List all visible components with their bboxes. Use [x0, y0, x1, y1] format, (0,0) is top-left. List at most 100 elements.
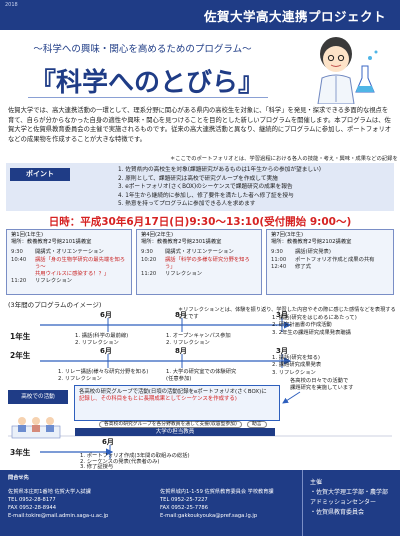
points-list: 1. 佐賀県内の高校生を対象(課題研究があるものは1年生からの参加が望ましい) … [118, 166, 388, 209]
session-place: 場所：教養教育2号館2102講義室 [271, 239, 352, 246]
session-row: 10:20 講話「科学の多様な研究分野を知ろう」 [141, 257, 257, 271]
session-content: 講話「科学の多様な研究分野を知ろう」 [165, 256, 250, 270]
timeline-item: 2. リフレクション [58, 376, 102, 383]
year1-month-jun: 6月 [100, 311, 112, 319]
right-note: 各高校の日々での活動で 課題研究を実施しています [290, 378, 353, 393]
session-time: 10:40 [11, 256, 27, 263]
intro-paragraph: 佐賀大学では、高大連携活動の一環として、理系分野に関心がある県内の高校生を対象に… [8, 107, 392, 143]
session-time: 10:20 [141, 256, 157, 263]
point-item: 3. eポートフォリオ(さくBOX)のシーケンスで課題研究の成果を報告 [118, 184, 293, 190]
timeline-item: 1. リレー講話(様々な研究分野を知る) [58, 369, 149, 375]
advice-row: 助言 [247, 410, 267, 429]
title-underline [28, 97, 268, 98]
reflection-note: ＊リフレクションとは、体験を振り返り、学習した内容やその際に感じた感情などを表現… [178, 307, 396, 320]
session-place: 場所：教養教育2号館2301講義室 [141, 239, 222, 246]
diagram-title: (3年間のプログラムのイメージ) [8, 301, 102, 309]
session-place: 場所：教養教育2号館2101講義室 [11, 239, 92, 246]
year2-month-jun: 6月 [100, 347, 112, 355]
timeline-item: 3. 2年生の課題研究成果発表聴講 [272, 329, 351, 336]
event-date: 日時：平成30年6月17日(日)9:30〜13:10(受付開始 9:00〜) [48, 216, 352, 228]
org-tel: TEL 0952-28-8177 [8, 497, 56, 503]
session-head: 第1回(1年生) [11, 232, 44, 238]
timeline-arrows [8, 318, 392, 459]
org-mail[interactable]: E-mail:gakkoukyouka@pref.saga.lg.jp [160, 513, 258, 519]
contact-org-1: 佐賀県本庄町1番地 佐賀大学入試課 TEL 0952-28-8177 FAX 0… [8, 488, 153, 520]
program-title: 『科学へのとびら』 [30, 68, 265, 98]
host-item: ・佐賀県教育委員会 [310, 509, 365, 516]
document-code: 2018 [5, 2, 18, 8]
year3-jun-items: 1. ポートフォリオ作成(3年間の取組みの総括) 2. シーケンスの発表(代表者… [80, 453, 190, 471]
org-fax: FAX 0952-28-8944 [8, 505, 57, 511]
session-row: 9:30 講話(研究発表) [271, 249, 389, 256]
point-item: 4. 1年生から継続的に参加し、修了要件を満たした者へ修了証を授与 [118, 192, 294, 199]
project-title: 佐賀大学高大連携プロジェクト [203, 9, 386, 24]
band-line: 記録し、その科目をもとに長期成果としてシーケンスを作成する) [79, 396, 237, 402]
session-head: 第7回(3年生) [271, 232, 304, 238]
session-time: 11:20 [11, 278, 27, 285]
year1-mar-items: 1. 講話(研究をはじめるにあたって) 2. 研究計画書の作成活動 3. 2年生… [272, 315, 357, 337]
session-time: 9:30 [271, 249, 283, 256]
scientist-illustration [317, 37, 378, 104]
org-tel: TEL 0952-25-7227 [160, 497, 208, 503]
session-content: 開講式・オリエンテーション [165, 249, 234, 256]
program-subtitle: 〜科学への興味・関心を高めるためのプログラム〜 [33, 44, 252, 55]
year2-mar-items: 1. 講話(研究を知る) 2. 課題研究成果発表 3. リフレクション [272, 355, 321, 377]
org-mail[interactable]: E-mail:tokire@mail.admin.saga-u.ac.jp [8, 513, 109, 519]
lab-illustration [11, 417, 61, 439]
timeline-item: 1. 講話(研究をはじめるにあたって) [272, 315, 357, 321]
host-block: 主催 ・佐賀大学理工学部・農学部 アドミッションセンター ・佐賀県教育委員会 [310, 478, 388, 518]
host-item: アドミッションセンター [310, 499, 377, 506]
year1-month-aug: 8月 [175, 311, 187, 319]
year3-label: 3年生 [10, 448, 31, 457]
session-time: 11:00 [271, 256, 287, 263]
session-time: 11:20 [141, 271, 157, 278]
right-note-line: 課題研究を実施しています [290, 385, 354, 392]
year2-month-aug: 8月 [175, 347, 187, 355]
session-head: 第4回(2年生) [141, 232, 174, 238]
points-panel [6, 163, 394, 211]
timeline-item: 2. リフレクション [75, 340, 119, 347]
timeline-item: 1. 講話(科学の最前線) [75, 333, 129, 339]
session-content: 共用ウイルスに感染する！？」 [35, 271, 110, 278]
session-content: 講話(研究発表) [295, 249, 331, 256]
timeline-item: 1. 大学の研究室での体験研究 [166, 369, 237, 375]
support-pill: 各高校の研究グループを各分野教員を通して支援(収容型参加) [99, 421, 242, 428]
point-item: 5. 熱意を持ってプログラムに参加できる人を求めます [118, 201, 256, 207]
contact-org-2: 佐賀県城内1-1-59 佐賀県教育委員会 学校教育課 TEL 0952-25-7… [160, 488, 295, 520]
org-name: 佐賀県本庄町1番地 佐賀大学入試課 [8, 489, 91, 495]
org-name: 佐賀県城内1-1-59 佐賀県教育委員会 学校教育課 [160, 489, 274, 495]
year2-label: 2年生 [10, 351, 31, 360]
year1-jun-items: 1. 講話(科学の最前線) 2. リフレクション [75, 333, 128, 348]
session-content: 修了式 [295, 263, 311, 270]
timeline-item: 3. 修了証授与 [80, 464, 114, 471]
timeline-item: 1. ポートフォリオ作成(3年間の取組みの総括) [80, 453, 190, 459]
timeline-item: 1. 講話(研究を知る) [272, 355, 320, 361]
timeline-item: 2. リフレクション [166, 340, 210, 347]
year3-month-jun: 6月 [102, 438, 114, 446]
header-banner [0, 0, 400, 30]
year1-aug-items: 1. オープンキャンパス参加 2. リフレクション [166, 333, 231, 348]
school-activity-band: 各高校の研究グループで活動(日頃の活動記録をeポートフォリオ(さくBOX)に 記… [74, 385, 280, 428]
timeline-item: (任意参加) [166, 376, 192, 383]
school-activity-label: 高校での活動 [8, 390, 68, 404]
footer-divider [302, 470, 303, 536]
year2-jun-items: 1. リレー講話(様々な研究分野を知る) 2. リフレクション [58, 369, 148, 384]
right-note-line: 各高校の日々での活動で [290, 378, 349, 384]
year2-month-mar: 3月 [276, 347, 288, 355]
session-row: 共用ウイルスに感染する！？」 [11, 271, 127, 278]
timeline-item: 2. シーケンスの発表(代表者のみ) [80, 458, 160, 465]
advice-pill: 助言 [247, 421, 267, 428]
university-teachers-bar: 大学の担当教員 [75, 428, 275, 436]
year2-aug-items: 1. 大学の研究室での体験研究 (任意参加) [166, 369, 236, 384]
support-row: 各高校の研究グループを各分野教員を通して支援(収容型参加) [99, 410, 242, 429]
point-item: 2. 原則として、課題研究は高校で研究グループを作成して実施 [118, 175, 278, 182]
